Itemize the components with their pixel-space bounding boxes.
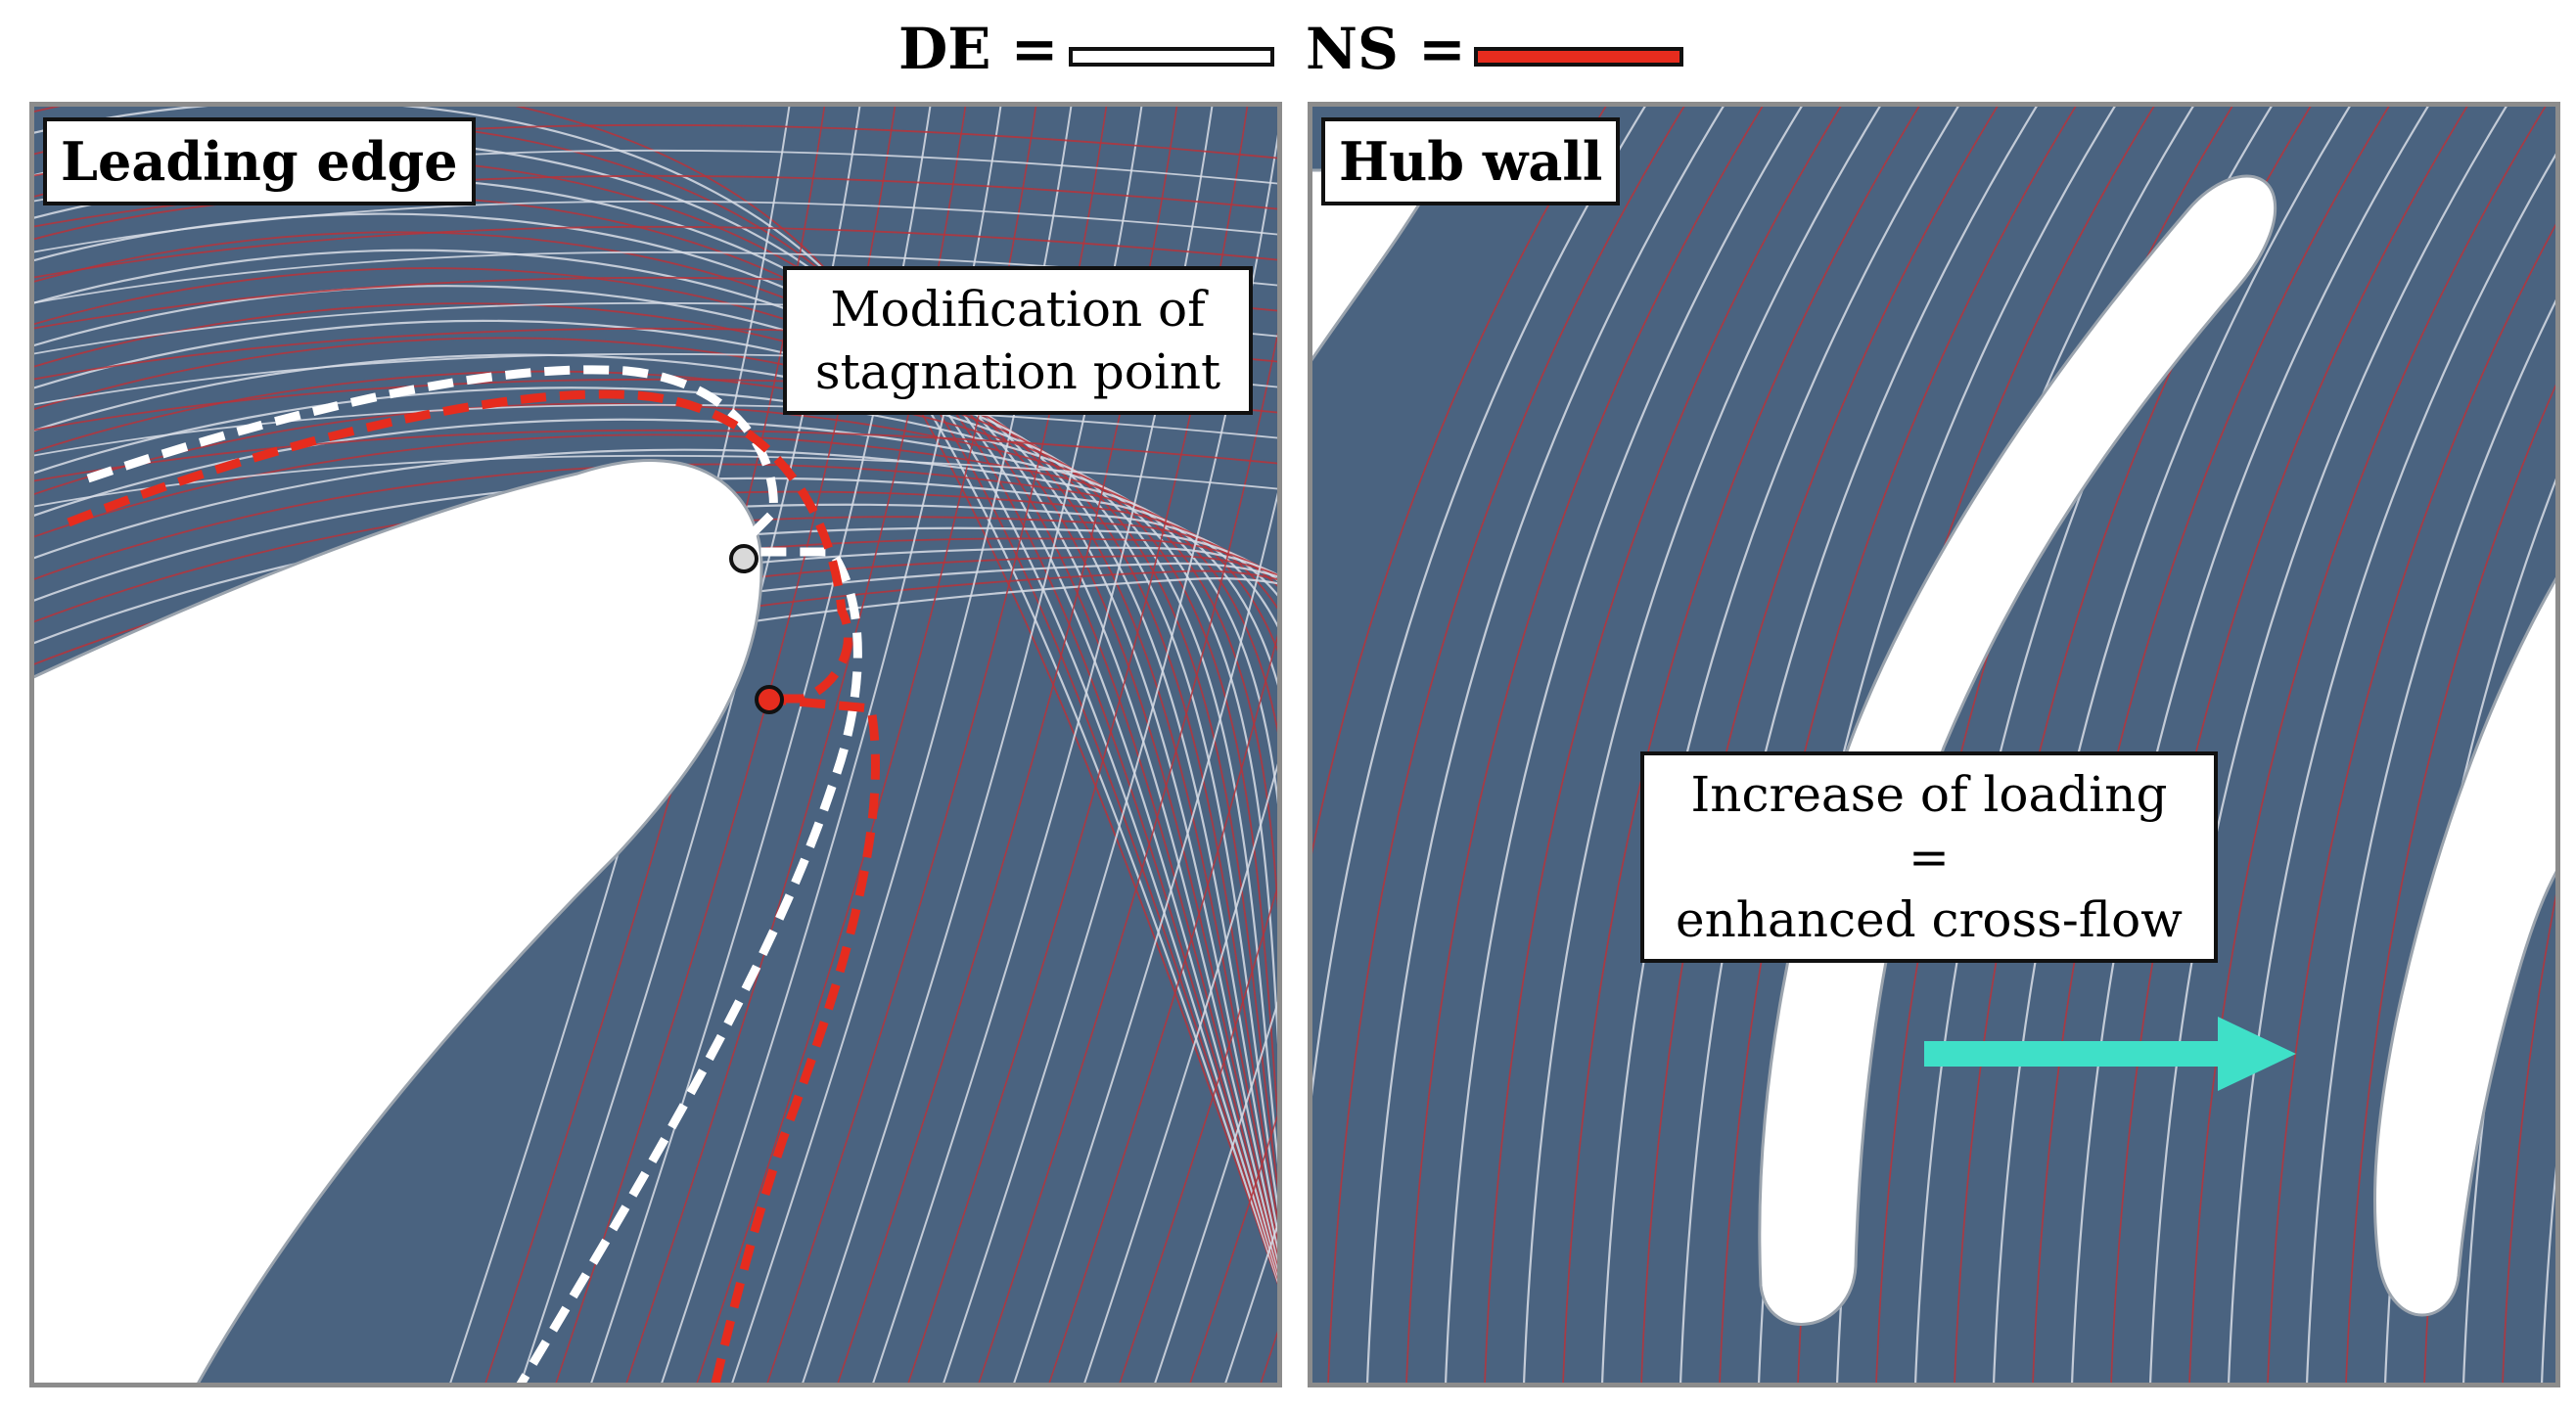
cross-flow-annotation: Increase of loading = enhanced cross-flo…	[1640, 751, 2218, 963]
ns-stagnation-streamline	[67, 389, 880, 1387]
streamline	[1081, 746, 1282, 1387]
streamline	[29, 448, 1282, 705]
streamline	[29, 477, 1282, 638]
streamline	[1327, 102, 1688, 1387]
streamline	[29, 225, 1282, 280]
streamline	[29, 490, 1282, 625]
streamline	[29, 319, 1282, 1240]
cross-flow-arrow	[1924, 1017, 2296, 1091]
streamline	[694, 102, 1037, 1387]
stagnation-annotation-line1: Modification of	[830, 281, 1206, 338]
streamline	[1405, 102, 1767, 1387]
streamline	[2148, 102, 2510, 1387]
streamline	[2070, 102, 2432, 1387]
hub-wall-panel: Hub wall Increase of loading = enhanced …	[1308, 102, 2560, 1387]
blade-leading-edge	[29, 459, 763, 1387]
blade-center	[1758, 174, 2277, 1326]
legend-de-label: DE =	[898, 16, 1059, 82]
streamline	[1719, 102, 2080, 1387]
leading-edge-panel: Leading edge Modification of stagnation …	[29, 102, 1282, 1387]
streamline	[623, 102, 967, 1387]
streamline	[1011, 471, 1282, 1387]
ns-stagnation-point	[755, 685, 784, 714]
streamline	[1444, 102, 1806, 1387]
streamline	[1117, 869, 1282, 1387]
streamline	[905, 102, 1249, 1387]
streamline	[29, 433, 1282, 761]
streamline	[941, 102, 1282, 1387]
streamline	[2032, 102, 2393, 1387]
streamline	[1484, 102, 1845, 1387]
legend-ns-label: NS =	[1306, 16, 1466, 82]
streamline	[1152, 984, 1282, 1387]
streamline	[800, 102, 1144, 1387]
blade-right	[2372, 568, 2560, 1317]
legend-ns-swatch	[1474, 47, 1683, 67]
streamline	[29, 370, 1282, 1176]
streamline	[29, 200, 1282, 254]
streamline	[2345, 373, 2560, 1387]
cross-flow-annotation-line2: enhanced cross-flow	[1676, 891, 2183, 948]
hub-wall-title: Hub wall	[1321, 117, 1621, 205]
streamline	[1308, 102, 1610, 879]
streamline	[1992, 102, 2354, 1387]
streamline	[1600, 102, 1962, 1387]
stagnation-annotation: Modification of stagnation point	[783, 266, 1253, 415]
streamline	[1562, 102, 1923, 1387]
streamline	[29, 402, 1282, 1007]
streamline	[1679, 102, 2041, 1387]
streamline	[2188, 102, 2550, 1387]
streamline	[659, 102, 1003, 1387]
streamline	[29, 429, 1282, 483]
de-stagnation-streamline	[86, 365, 862, 1387]
leading-edge-title: Leading edge	[43, 117, 476, 205]
streamline	[764, 102, 1108, 1387]
hub-wall-flow-plot	[1308, 102, 2560, 1387]
streamline	[1308, 102, 1649, 1140]
streamline	[1187, 1098, 1282, 1387]
streamline	[1640, 102, 2001, 1387]
streamline	[976, 307, 1282, 1387]
legend-de-swatch	[1069, 47, 1274, 67]
streamline	[2110, 102, 2471, 1387]
streamline	[1522, 102, 1884, 1387]
stagnation-annotation-line2: stagnation point	[814, 343, 1221, 400]
streamline	[835, 102, 1178, 1387]
streamline	[2461, 703, 2560, 1387]
streamline	[2305, 289, 2560, 1387]
streamline	[2502, 869, 2560, 1387]
streamline	[1046, 615, 1282, 1387]
streamline	[518, 102, 862, 1387]
streamline	[29, 403, 1282, 458]
streamline	[29, 463, 1282, 665]
legend: DE = NS =	[0, 0, 2576, 94]
streamline	[29, 174, 1282, 229]
streamline	[2227, 144, 2560, 1387]
streamline	[2267, 214, 2560, 1387]
streamline	[1365, 102, 1727, 1387]
streamline	[870, 102, 1215, 1387]
streamline	[29, 337, 1282, 1225]
cross-flow-annotation-line1: Increase of loading =	[1690, 766, 2168, 886]
de-stagnation-point	[729, 544, 759, 573]
